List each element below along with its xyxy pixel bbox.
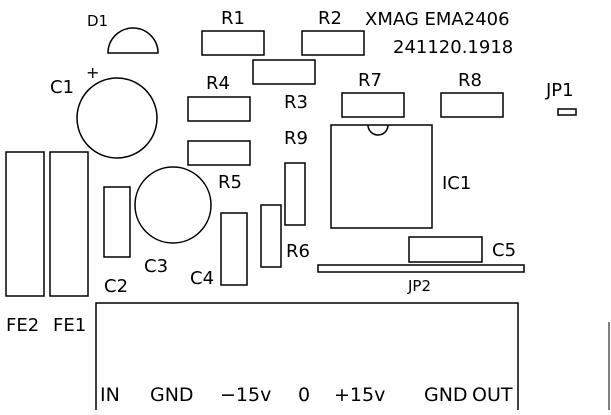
r1-outline — [201, 30, 265, 56]
c2-outline — [103, 186, 131, 258]
r8-label: R8 — [458, 70, 482, 91]
fe2-label: FE2 — [6, 315, 39, 336]
r6-label: R6 — [286, 241, 310, 262]
fe1-label: FE1 — [53, 315, 86, 336]
ic1-notch — [367, 124, 389, 136]
c3-label: C3 — [144, 256, 168, 277]
jp2-outline — [317, 264, 525, 273]
r9-outline — [284, 162, 306, 226]
r1-label: R1 — [221, 8, 245, 29]
r7-label: R7 — [358, 70, 382, 91]
connector-pin-gnd: GND — [150, 384, 194, 406]
ic1-label: IC1 — [442, 173, 471, 194]
connector-pin-zero: 0 — [298, 384, 310, 406]
fe2-outline — [5, 151, 45, 297]
c5-outline — [408, 236, 483, 263]
r2-outline — [301, 30, 365, 56]
c4-outline — [220, 212, 248, 286]
r8-outline — [440, 92, 504, 118]
c1-label: C1 — [50, 77, 74, 98]
r9-label: R9 — [284, 128, 308, 149]
r6-outline — [260, 204, 282, 268]
jp1-outline — [557, 108, 577, 116]
r3-outline — [252, 59, 316, 85]
r4-label: R4 — [206, 73, 230, 94]
c4-label: C4 — [190, 268, 214, 289]
connector-pin-minus15v: −15v — [220, 384, 271, 406]
title-line-1: XMAG EMA2406 — [365, 9, 510, 30]
connector-pin-in: IN — [100, 384, 120, 406]
r5-outline — [187, 140, 251, 166]
r5-label: R5 — [218, 172, 242, 193]
c3-outline — [134, 166, 212, 244]
fe1-outline — [49, 151, 89, 297]
ic1-outline — [330, 124, 433, 229]
c2-label: C2 — [104, 276, 128, 297]
connector-outline — [95, 302, 519, 410]
c5-label: C5 — [492, 240, 516, 261]
connector-pin-plus15v: +15v — [334, 384, 385, 406]
r7-outline — [341, 92, 405, 118]
c1-outline — [76, 77, 158, 159]
title-line-2: 241120.1918 — [393, 37, 513, 58]
jp2-label: JP2 — [407, 277, 431, 295]
r3-label: R3 — [284, 92, 308, 113]
r4-outline — [187, 96, 251, 122]
r2-label: R2 — [318, 8, 342, 29]
connector-pin-out: OUT — [472, 384, 513, 406]
d1-outline — [107, 27, 159, 54]
c1-polarity-mark: + — [86, 63, 99, 82]
connector-pin-gnd-2: GND — [424, 384, 468, 406]
d1-label: D1 — [87, 12, 108, 30]
jp1-label: JP1 — [545, 80, 574, 101]
